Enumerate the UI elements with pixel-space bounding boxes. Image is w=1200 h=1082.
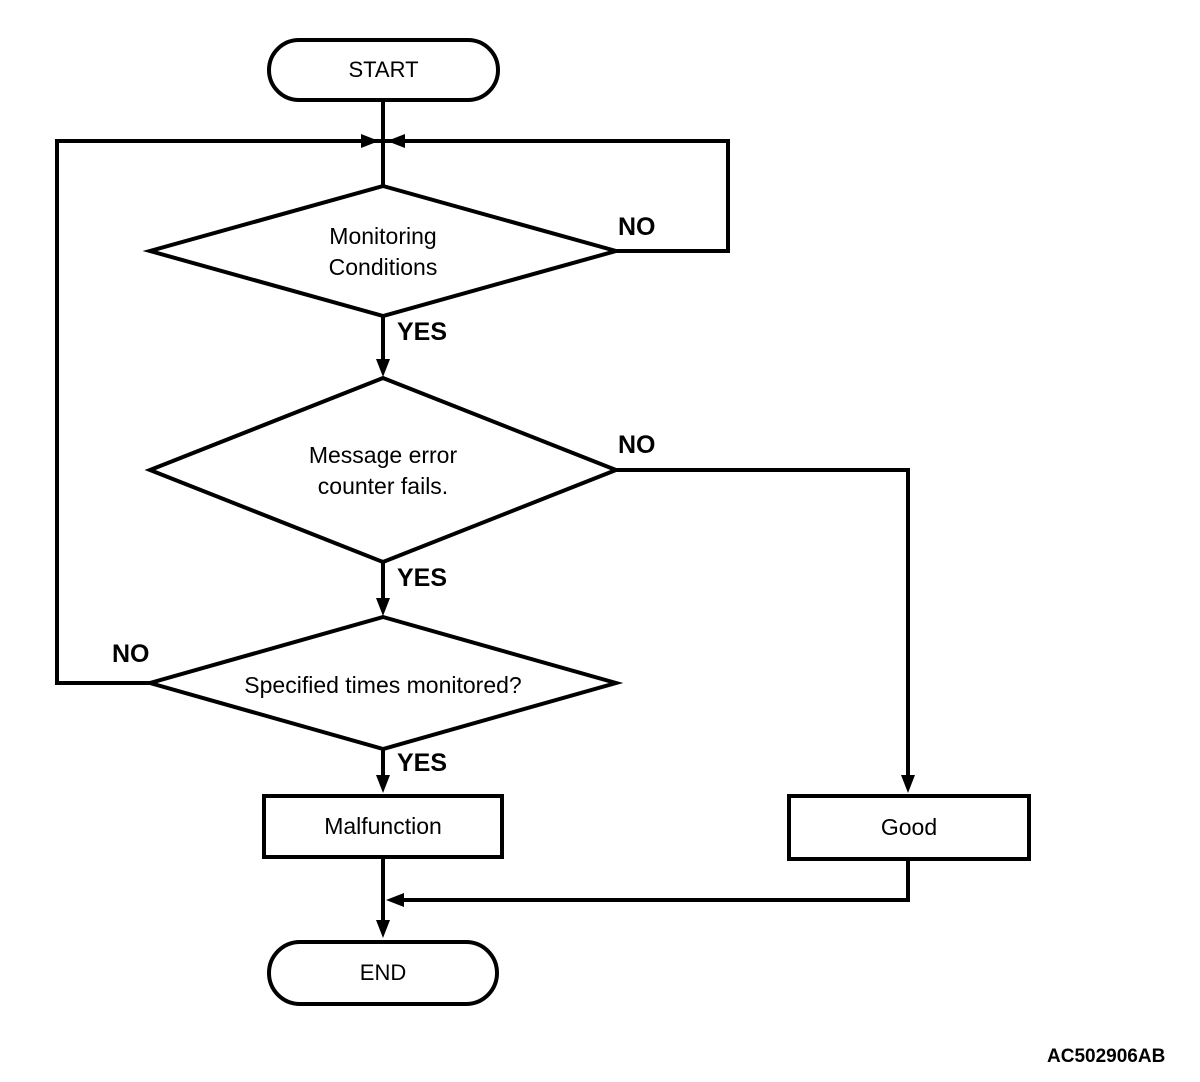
edge-label-decision1-yes: YES xyxy=(397,318,448,346)
end-node: END xyxy=(267,940,499,1006)
arrowhead-bottom-junction xyxy=(386,893,404,907)
arrowhead-top-junction-right xyxy=(361,134,379,148)
start-label: START xyxy=(348,57,419,82)
arrowhead-into-end xyxy=(376,920,390,938)
edge-label-decision3-no: NO xyxy=(112,640,150,668)
edge-label-decision1-no: NO xyxy=(618,213,656,241)
edge-decision1-no-feedback xyxy=(616,141,730,253)
decision2-diamond xyxy=(144,375,622,565)
arrowhead-into-malfunction xyxy=(376,775,390,793)
arrowhead-top-junction-left xyxy=(387,134,405,148)
arrowhead-into-decision2 xyxy=(376,359,390,377)
arrowhead-into-good xyxy=(901,775,915,793)
decision1-label: Monitoring Conditions xyxy=(328,223,438,280)
good-node: Good xyxy=(787,794,1031,861)
figure-code: AC502906AB xyxy=(1047,1046,1166,1067)
end-label: END xyxy=(359,960,407,985)
edge-good-to-junction xyxy=(404,861,910,902)
malfunction-node: Malfunction xyxy=(262,794,504,859)
arrowhead-into-decision3 xyxy=(376,598,390,616)
edge-decision3-no-feedback xyxy=(55,141,150,685)
malfunction-label: Malfunction xyxy=(324,813,442,839)
edge-decision2-no-to-good xyxy=(616,468,910,777)
good-label: Good xyxy=(880,814,938,840)
start-node: START xyxy=(267,38,500,102)
decision1-diamond xyxy=(142,183,624,319)
decision2-label: Message error counter fails. xyxy=(308,442,458,499)
edge-label-decision3-yes: YES xyxy=(397,749,448,777)
edge-label-decision2-no: NO xyxy=(618,431,656,459)
decision3-diamond xyxy=(142,614,624,752)
decision3-label: Specified times monitored? xyxy=(244,672,522,698)
edge-label-decision2-yes: YES xyxy=(397,564,448,592)
